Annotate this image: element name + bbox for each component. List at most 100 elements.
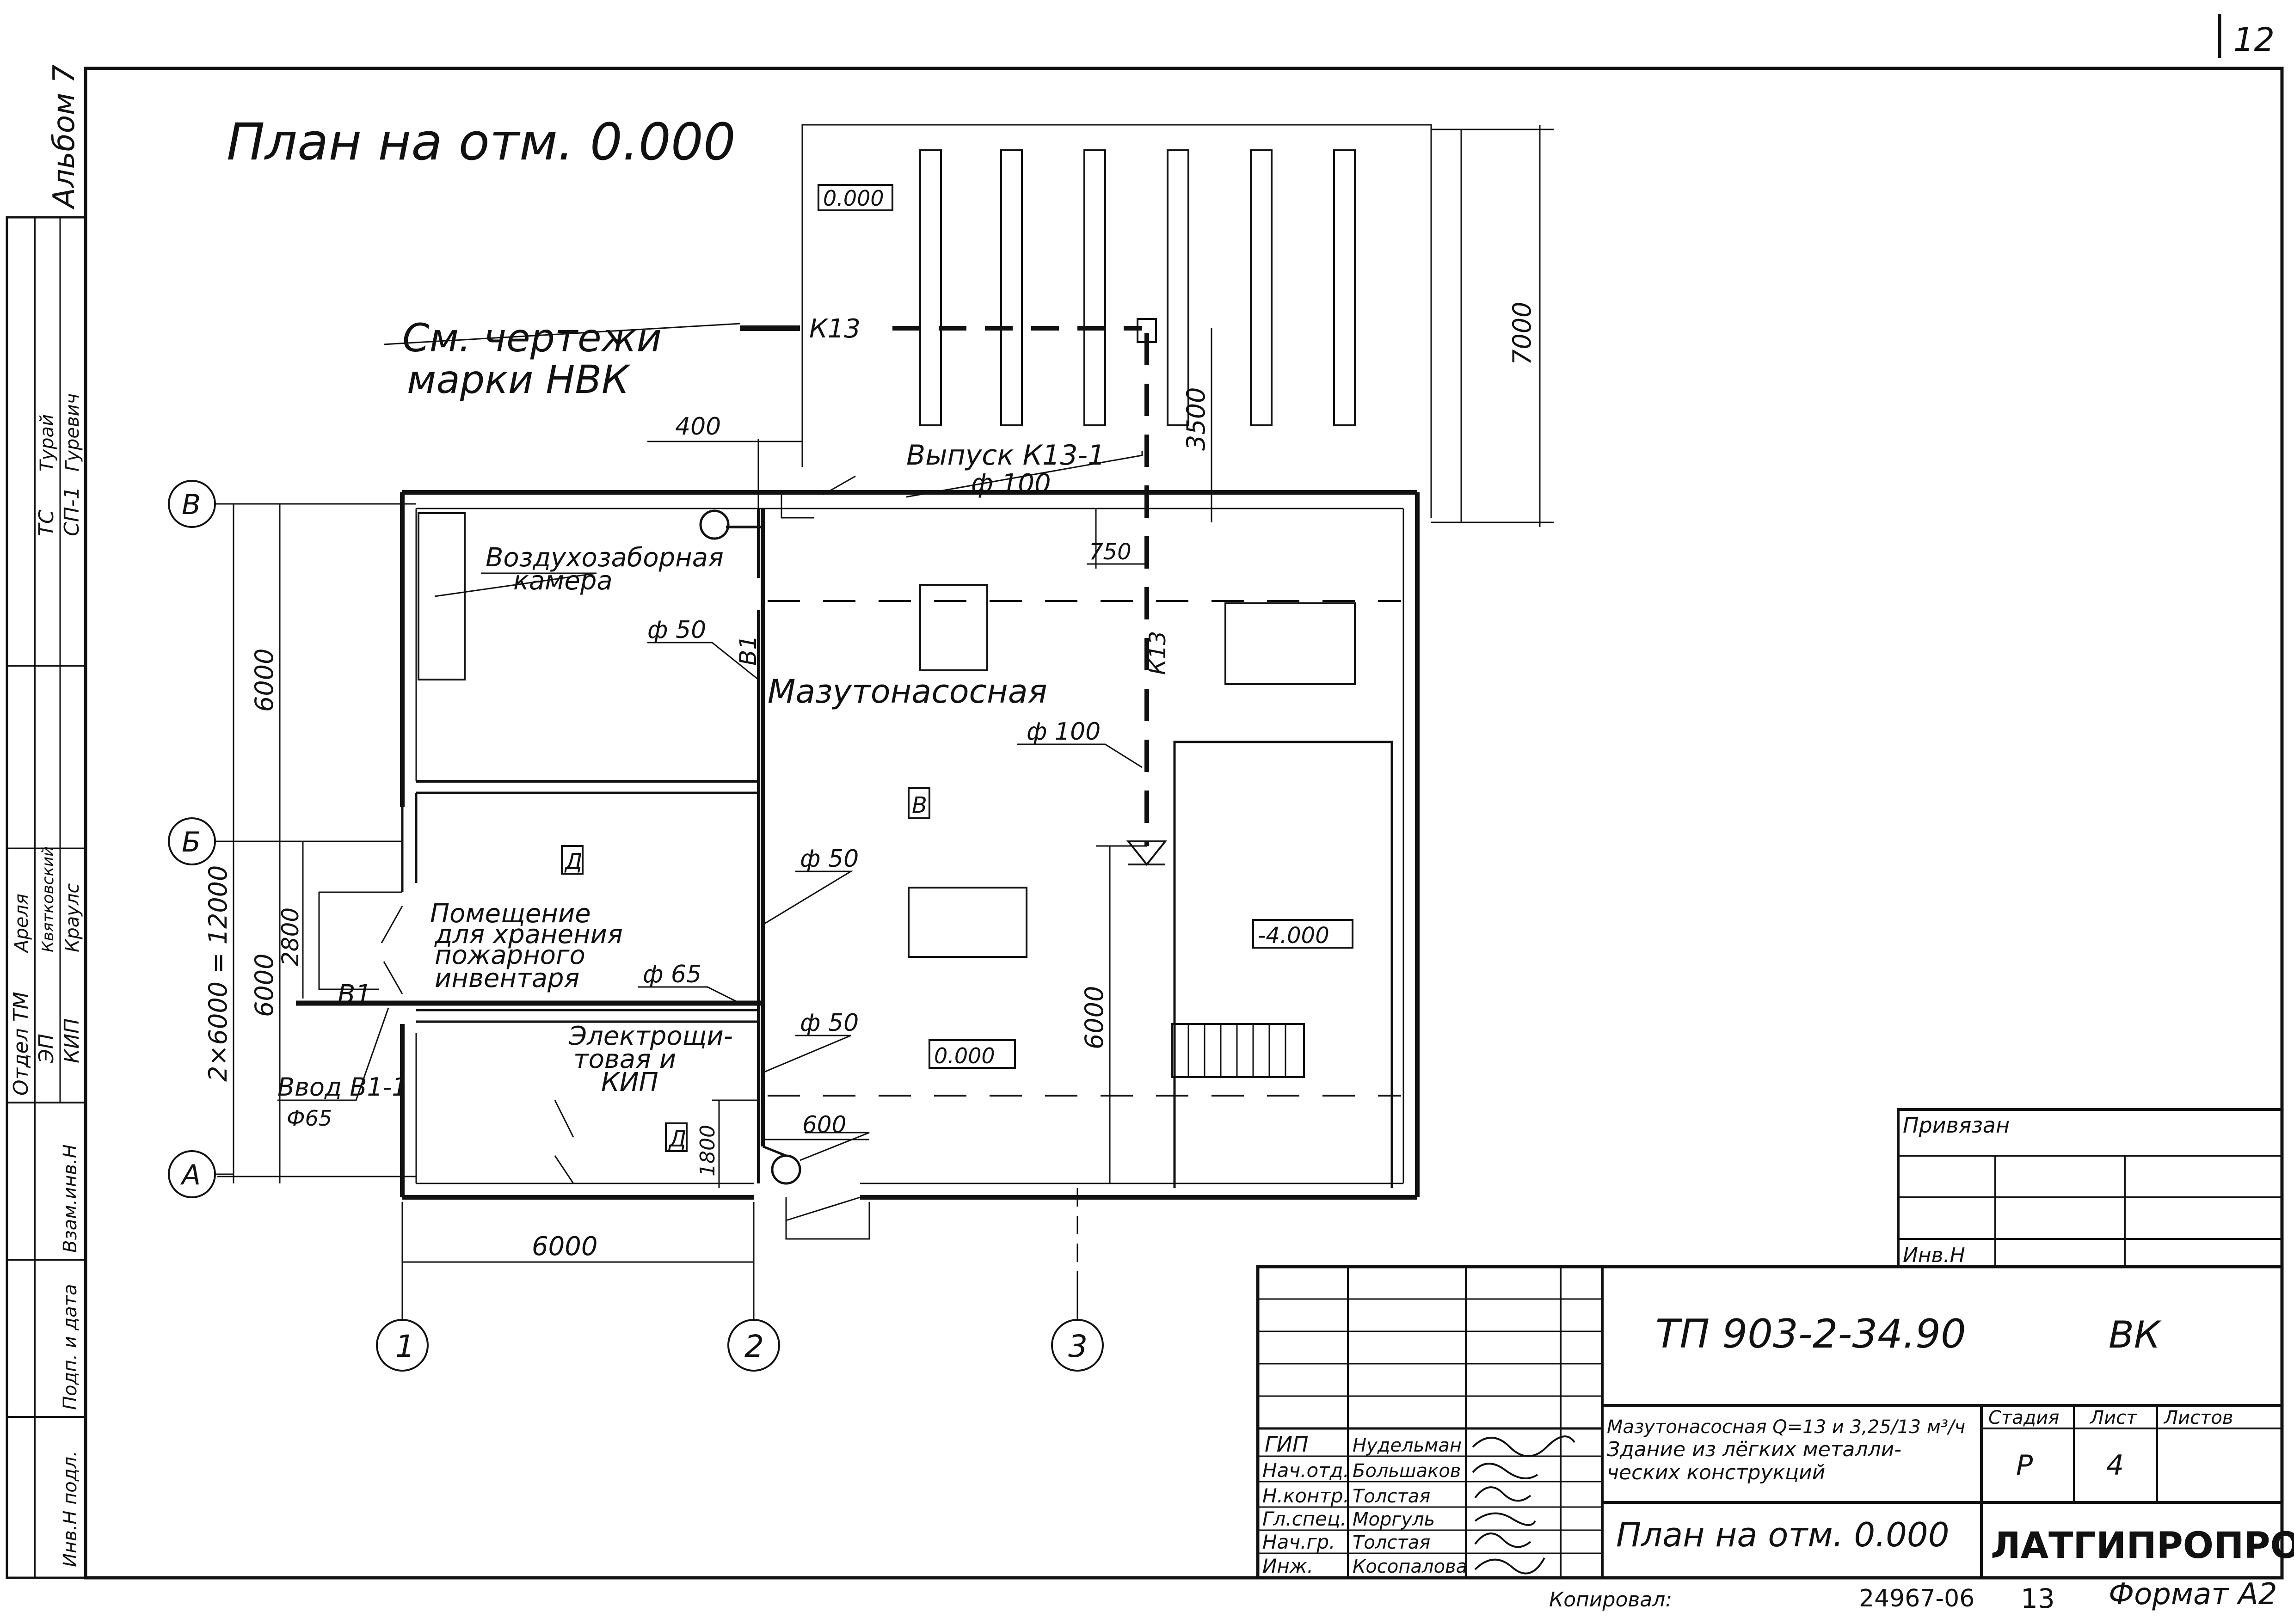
- tank-area: [801, 124, 1432, 518]
- dim-total: 2×6000 = 12000: [203, 865, 233, 1082]
- level-pit: -4.000: [1258, 923, 1329, 949]
- reference-note-line1: См. чертежи: [402, 315, 662, 361]
- strip-label-name-4: Турай: [37, 414, 58, 472]
- category-storage: Д: [564, 849, 583, 875]
- building-walls: [318, 475, 1420, 1240]
- tb-organization: ЛАТГИПРОПРОМ: [1991, 1525, 2294, 1567]
- strip-label-ts: ТС: [35, 509, 58, 536]
- tb-col-sheet: Лист: [2089, 1407, 2138, 1428]
- inlet-label: Ввод В1-1: [277, 1072, 408, 1102]
- tb-project-code: ТП 903-2-34.90: [1655, 1311, 1966, 1357]
- axis-col-1: 1: [395, 1329, 415, 1364]
- pipe-d50-c: ф 50: [800, 1009, 859, 1037]
- pipe-d50-a: ф 50: [647, 616, 706, 644]
- order-suffix: 13: [2021, 1583, 2055, 1614]
- binding-inv: Инв.Н: [1903, 1244, 1965, 1267]
- room-electrical-2: товая и: [573, 1044, 676, 1074]
- strip-label-name-5: Гуревич: [62, 393, 83, 472]
- dim-2800: 2800: [277, 907, 304, 966]
- strip-label-name-3: Краулс: [62, 883, 83, 952]
- pipe-d100: ф 100: [1027, 718, 1101, 746]
- tb-role-1: Нач.отд.: [1262, 1459, 1349, 1482]
- pit: [1171, 741, 1393, 1188]
- strip-header-sign: Подп. и дата: [60, 1284, 81, 1410]
- room-air-intake-1: Воздухозаборная: [486, 543, 724, 573]
- tb-stage: Р: [2016, 1449, 2033, 1482]
- pipe-b1-label: В1: [338, 980, 372, 1010]
- axis-row-mid: Б: [182, 826, 201, 858]
- tb-description-2: Здание из лёгких металли-: [1607, 1438, 1901, 1461]
- dim-1800: 1800: [696, 1125, 720, 1177]
- pipe-d50-b: ф 50: [800, 845, 859, 873]
- grid-axes: [168, 480, 1104, 1372]
- tb-name-3: Моргуль: [1353, 1509, 1435, 1530]
- room-air-intake-2: камера: [513, 566, 613, 596]
- tb-col-sheets: Листов: [2163, 1407, 2233, 1428]
- room-storage-1: Помещение: [430, 899, 591, 929]
- outlet-diameter: ф 100: [971, 469, 1051, 499]
- strip-header-replace: Взам.инв.Н: [60, 1144, 81, 1253]
- dim-600: 600: [802, 1111, 846, 1138]
- room-electrical-1: Электрощи-: [568, 1021, 733, 1051]
- plan-title: План на отм. 0.000: [227, 112, 736, 172]
- dim-400: 400: [675, 413, 721, 441]
- order-number: 24967-06: [1859, 1585, 1974, 1612]
- copied-by: Копировал:: [1549, 1588, 1672, 1612]
- tb-name-1: Большаков: [1353, 1460, 1461, 1482]
- strip-label-sp: СП-1: [60, 486, 84, 536]
- reference-note-line2: марки НВК: [407, 357, 631, 402]
- axis-col-3: 3: [1068, 1329, 1088, 1364]
- inlet-diameter: Ф65: [287, 1106, 332, 1131]
- tb-name-4: Толстая: [1353, 1532, 1430, 1553]
- axis-row-bottom: А: [180, 1159, 201, 1191]
- water-b1: [296, 509, 801, 1185]
- strip-label-name-1: Ареля: [11, 894, 32, 954]
- tb-description-3: ческих конструкций: [1607, 1461, 1825, 1484]
- room-storage-2: для хранения: [434, 919, 623, 950]
- dim-6000-top: 6000: [250, 649, 279, 712]
- tb-role-0: ГИП: [1265, 1432, 1309, 1457]
- dim-6000-pit: 6000: [1080, 986, 1109, 1049]
- tb-name-2: Толстая: [1353, 1486, 1430, 1507]
- tb-role-2: Н.контр.: [1262, 1484, 1349, 1507]
- level-tank-area: 0.000: [823, 186, 884, 211]
- level-pump-room: 0.000: [934, 1043, 995, 1068]
- tb-sheet: 4: [2106, 1449, 2124, 1482]
- dimension-lines: [217, 125, 1554, 1285]
- dim-750: 750: [1089, 539, 1132, 565]
- binding-title: Привязан: [1903, 1113, 2010, 1138]
- strip-label-ep: ЭП: [35, 1034, 58, 1064]
- tb-sheet-title: План на отм. 0.000: [1616, 1515, 1950, 1554]
- room-storage-3: пожарного: [435, 940, 585, 970]
- strip-header-inv: Инв.Н подл.: [60, 1451, 81, 1567]
- dim-3500: 3500: [1181, 387, 1211, 451]
- room-pump: Мазутонасосная: [768, 673, 1047, 711]
- strip-label-kip: КИП: [60, 1018, 84, 1063]
- outlet-label: Выпуск К13-1: [906, 439, 1105, 472]
- left-strip: [6, 216, 87, 1579]
- pipe-k13-label: К13: [809, 314, 861, 344]
- tb-mark: ВК: [2109, 1313, 2162, 1356]
- room-electrical-3: КИП: [601, 1067, 658, 1097]
- signature-marks: [1472, 1435, 1575, 1575]
- tb-description-1: Мазутонасосная Q=13 и 3,25/13 м³/ч: [1607, 1416, 1965, 1438]
- pipe-k13-vertical-label: К13: [1145, 631, 1171, 675]
- strip-label-name-2: Квятковский: [39, 846, 57, 952]
- dim-6000-axes: 6000: [532, 1232, 598, 1262]
- leaders: [277, 323, 1143, 1161]
- strip-label-dept: Отдел ТМ: [9, 992, 33, 1096]
- tb-col-stage: Стадия: [1988, 1407, 2059, 1428]
- dim-6000-bottom: 6000: [250, 954, 279, 1017]
- title-block: [1256, 1265, 2284, 1580]
- tb-role-5: Инж.: [1262, 1555, 1313, 1577]
- pipe-b1-vertical-label: В1: [735, 635, 762, 666]
- pipe-d65: ф 65: [643, 961, 701, 988]
- dim-7000: 7000: [1507, 302, 1537, 365]
- sewer-k13: [740, 318, 1168, 866]
- dashed-lines: [768, 600, 1401, 1097]
- category-pump: В: [912, 792, 927, 818]
- tb-name-0: Нудельман: [1353, 1435, 1462, 1456]
- tb-role-4: Нач.гр.: [1262, 1531, 1335, 1553]
